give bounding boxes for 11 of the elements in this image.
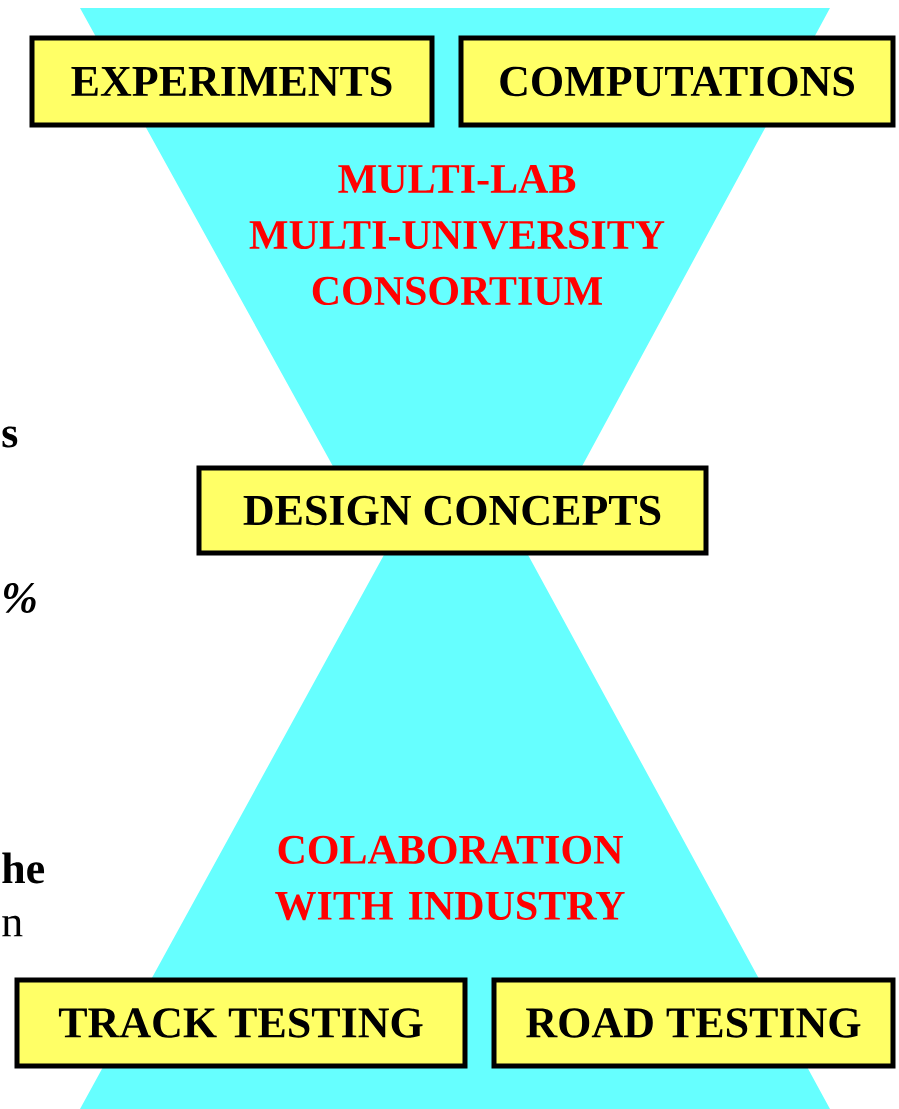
heading-text: MULTI-LAB MULTI-UNIVERSITY CONSORTIUM — [249, 164, 665, 306]
text-fragment: s — [2, 426, 18, 448]
text-fragment: % — [4, 583, 36, 613]
heading-text: COLABORATION WITH INDUSTRY — [275, 835, 625, 921]
label-box: DESIGN CONCEPTS — [196, 465, 709, 556]
label-box: EXPERIMENTS — [29, 35, 435, 128]
label-box: COMPUTATIONS — [458, 35, 896, 128]
text-fragment: n — [2, 915, 23, 937]
text-fragment: he — [2, 852, 45, 884]
label-box: ROAD TESTING — [491, 977, 896, 1069]
label-box: TRACK TESTING — [14, 977, 468, 1069]
